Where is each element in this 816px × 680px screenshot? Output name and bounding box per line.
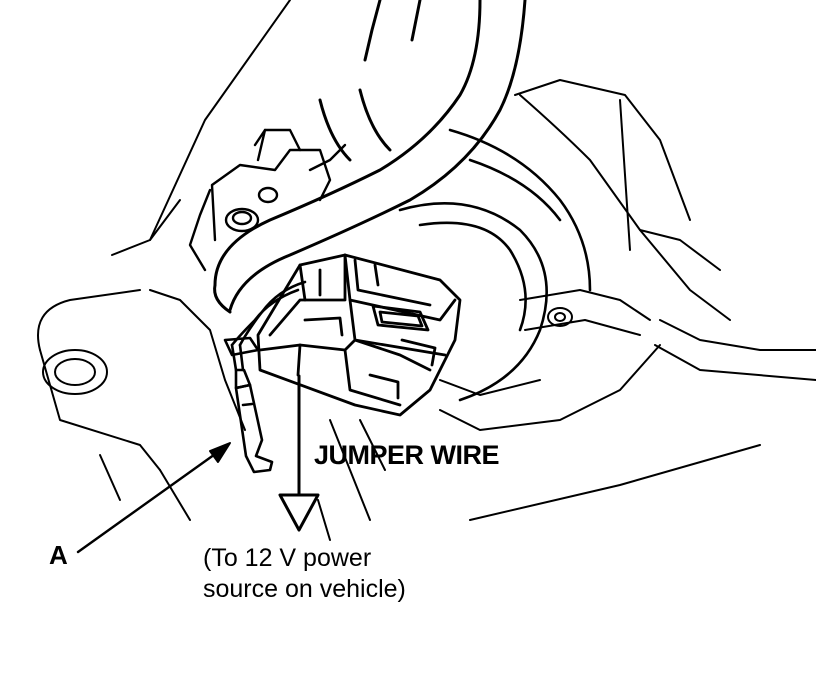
callout-a-arrowhead (209, 442, 231, 463)
sensor-lead (223, 280, 307, 372)
lower-pipe (398, 128, 592, 402)
jumper-wire-label: JUMPER WIRE (314, 440, 500, 470)
power-source-symbol (278, 493, 320, 532)
bolt-right (547, 307, 573, 327)
mounting-boss-left (42, 349, 108, 395)
callout-a-label: A (49, 540, 68, 570)
coolant-hose (213, 0, 527, 314)
power-source-line-1: (To 12 V power (203, 544, 372, 572)
electrical-connector (256, 253, 462, 417)
callout-a-leader (76, 450, 220, 554)
power-source-label: (To 12 V power source on vehicle) (203, 543, 406, 605)
upper-bracket (188, 128, 347, 272)
power-source-line-2: source on vehicle) (203, 575, 406, 603)
test-probe (234, 368, 274, 474)
engine-housing-outline (37, 0, 816, 541)
